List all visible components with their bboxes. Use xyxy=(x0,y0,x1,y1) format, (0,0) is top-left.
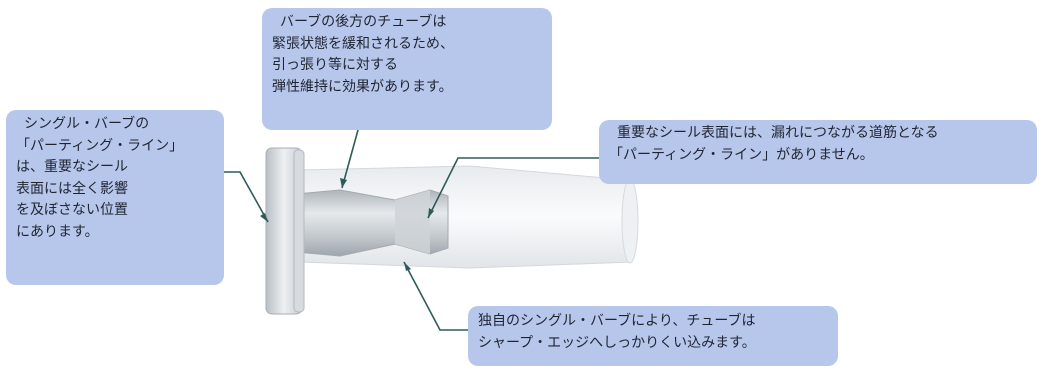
flange-edge xyxy=(293,149,305,313)
callout-text-line: を及ぼさない位置 xyxy=(16,202,128,218)
callout-text-line: バーブの後方のチューブは xyxy=(280,14,447,30)
callout-text-line: 表面には全く影響 xyxy=(16,180,128,197)
callout-single-barb: 独自のシングル・バーブにより、チューブは シャープ・エッジへしっかりくい込みます… xyxy=(468,306,838,366)
leader-right xyxy=(427,157,599,219)
callout-text-line: 弾性維持に効果があります。 xyxy=(272,78,453,95)
leader-left xyxy=(224,171,269,223)
callout-tube-relief: バーブの後方のチューブは 緊張状態を緩和されるため、 引っ張り等に対する 弾性維… xyxy=(262,8,552,130)
callout-text-line: 独自のシングル・バーブにより、チューブは xyxy=(478,313,756,329)
leader-lines xyxy=(224,129,599,331)
callout-no-parting-line: 重要なシール表面には、漏れにつながる道筋となる 「パーティング・ライン」がありま… xyxy=(599,120,1037,184)
callout-text-line: 「パーティング・ライン」 xyxy=(16,137,184,154)
callout-text-line: 重要なシール表面には、漏れにつながる道筋となる xyxy=(617,125,939,141)
callout-text-line: 「パーティング・ライン」がありません。 xyxy=(609,146,874,163)
callout-text-line: 引っ張り等に対する xyxy=(272,57,398,73)
leader-top xyxy=(341,129,359,189)
callout-parting-line-position: シングル・バーブの 「パーティング・ライン」 は、重要なシール 表面には全く影響… xyxy=(6,110,224,285)
callout-text-line: は、重要なシール xyxy=(16,159,128,175)
callout-text-line: 緊張状態を緩和されるため、 xyxy=(272,35,454,52)
barb-cone xyxy=(395,190,430,254)
leader-bottom xyxy=(403,261,468,331)
callout-text-line: シングル・バーブの xyxy=(24,116,150,132)
tube-end xyxy=(621,178,639,264)
callout-text-line: にあります。 xyxy=(16,223,99,240)
callout-text-line: シャープ・エッジへしっかりくい込みます。 xyxy=(478,334,756,351)
